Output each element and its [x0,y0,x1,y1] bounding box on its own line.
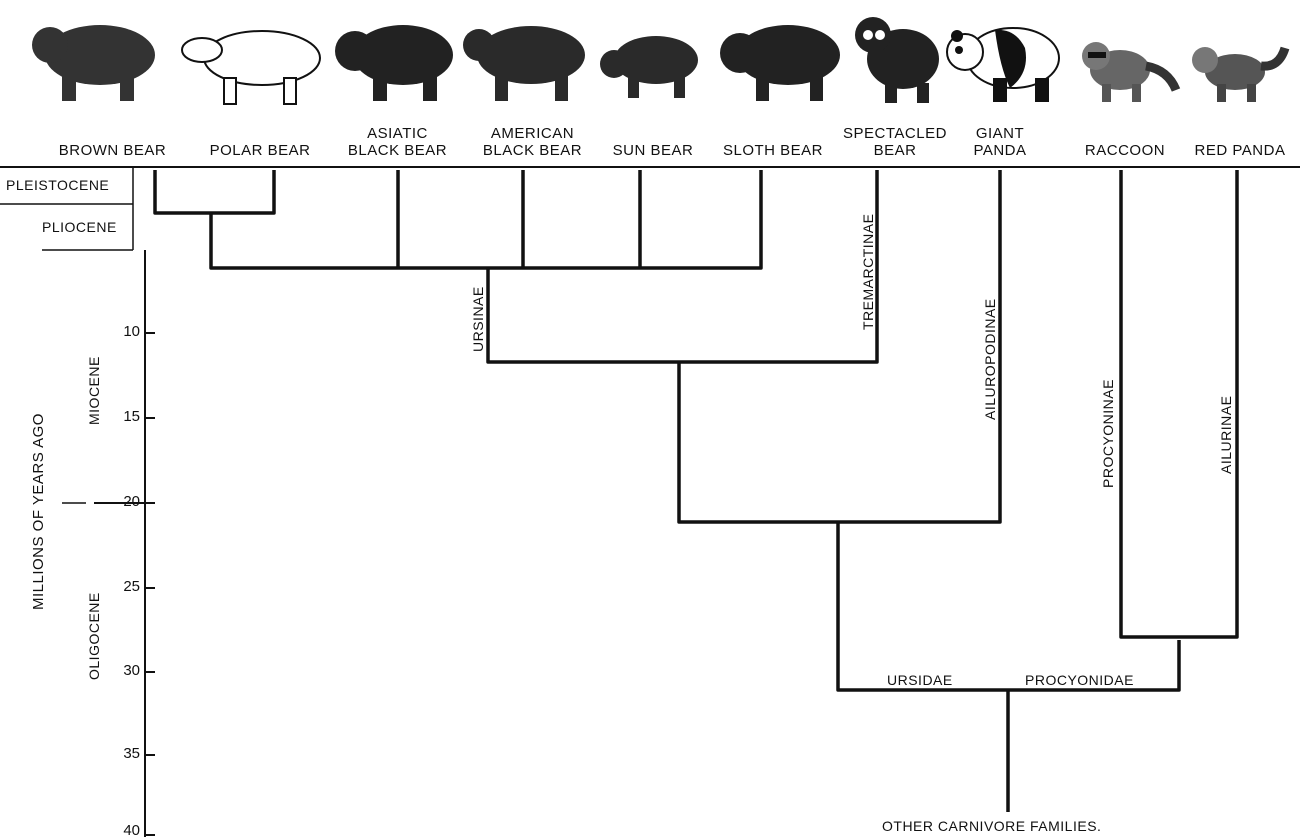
clade-tremarctinae: TREMARCTINAE [860,213,876,330]
sun-bear-icon [600,36,698,98]
sloth-bear-icon [720,25,840,101]
label-american-black-bear: AMERICAN BLACK BEAR [482,125,583,159]
spectacled-bear-icon [855,17,939,103]
epoch-pleistocene: PLEISTOCENE [6,177,110,193]
label-giant-panda: GIANT PANDA [973,125,1027,159]
clade-procyoninae: PROCYONINAE [1100,379,1116,488]
brown-bear-icon [32,25,155,101]
epoch-pliocene: PLIOCENE [42,219,117,235]
label-sloth-bear: SLOTH BEAR [722,142,824,159]
axis-title: MILLIONS OF YEARS AGO [30,413,47,610]
polar-bear-icon [181,30,321,105]
tick-label-25: 25 [123,578,140,595]
label-red-panda: RED PANDA [1194,142,1286,159]
tick-label-40: 40 [123,822,140,839]
clade-ursinae: URSINAE [470,286,486,352]
label-raccoon: RACCOON [1084,142,1166,159]
american-black-bear-icon [463,26,585,101]
animal-icons [32,17,1290,105]
tick-label-30: 30 [123,662,140,679]
raccoon-icon [1082,42,1181,102]
clade-other-carnivores: OTHER CARNIVORE FAMILIES. [882,818,1102,834]
label-asiatic-black-bear: ASIATIC BLACK BEAR [347,125,448,159]
branch-brown-polar [153,170,276,215]
clade-ailurinae: AILURINAE [1218,395,1234,474]
label-polar-bear: POLAR BEAR [209,142,311,159]
tick-label-15: 15 [123,408,140,425]
red-panda-icon [1192,46,1290,102]
clade-procyonidae: PROCYONIDAE [1025,672,1134,688]
branch-procyonid-crown [1119,170,1239,639]
label-brown-bear: BROWN BEAR [58,142,167,159]
clade-ursidae: URSIDAE [887,672,953,688]
epoch-oligocene: OLIGOCENE [86,592,102,680]
branch-ursinae-crown [209,170,763,270]
asiatic-black-bear-icon [335,25,453,101]
branch-families [836,522,1181,692]
branch-ursinae-tremarctinae [486,170,879,364]
giant-panda-icon [946,27,1060,102]
tick-label-35: 35 [123,745,140,762]
branch-ursid-crown [677,170,1002,524]
label-spectacled-bear: SPECTACLED BEAR [843,125,947,159]
clade-ailuropodinae: AILUROPODINAE [982,298,998,420]
label-sun-bear: SUN BEAR [612,142,694,159]
epoch-miocene: MIOCENE [86,356,102,425]
tick-label-20: 20 [123,493,140,510]
tick-label-10: 10 [123,323,140,340]
